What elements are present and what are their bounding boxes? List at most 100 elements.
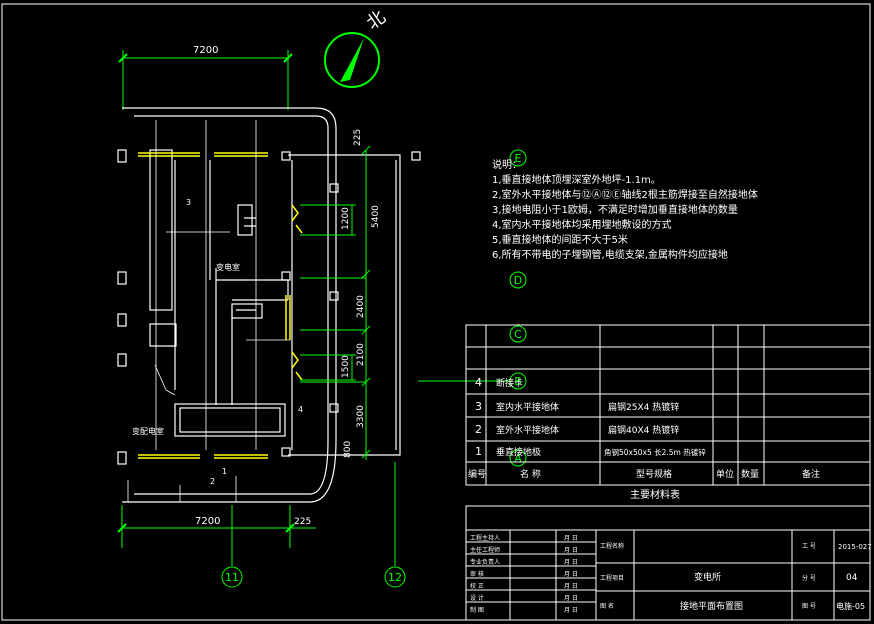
right-room-outline — [288, 154, 401, 456]
mat-row-spec: 角钢50x50x5 长2.5m 热镀锌 — [604, 447, 706, 457]
room-label-transformer: 变电室 — [216, 262, 240, 272]
mat-row-name: 断接卡 — [496, 377, 523, 389]
dim-bottom-width: 7200 — [195, 516, 220, 527]
callout-3: 3 — [186, 198, 191, 207]
mat-row-no: 2 — [475, 423, 482, 436]
axis-label-D: D — [514, 274, 522, 287]
dim-right-seg-1: 1200 — [341, 207, 351, 230]
dim-right-seg-6: 800 — [343, 441, 353, 458]
sheet-frame — [1, 3, 871, 621]
role-date: 月 日 — [564, 607, 578, 614]
note-3: 3,接地电阻小于1欧姆，不满足时增加垂直接地体的数量 — [492, 203, 738, 216]
axis-label-A: A — [514, 452, 522, 465]
role-date: 月 日 — [564, 559, 578, 566]
compass-circle — [324, 32, 380, 88]
item-value: 变电所 — [694, 571, 721, 583]
cabinet-box-1 — [237, 204, 253, 236]
note-2: 2,室外水平接地体与⑫Ⓐ⑫Ⓔ轴线2根主筋焊接至自然接地体 — [492, 188, 758, 201]
mat-header-no: 编号 — [468, 468, 486, 480]
project-label: 工程名称 — [600, 542, 624, 550]
note-4: 4,室内水平接地体均采用埋地敷设的方式 — [492, 218, 672, 231]
axis-bubble-B — [509, 372, 527, 390]
callout-4: 4 — [298, 405, 303, 414]
mat-header-qty: 数量 — [741, 468, 759, 480]
mat-row-spec: 扁钢40X4 热镀锌 — [608, 424, 679, 436]
transformer-box — [174, 403, 286, 437]
dwg-no-label: 图 号 — [802, 603, 816, 610]
inner-wall-line — [134, 115, 329, 495]
mat-row-name: 室内水平接地体 — [496, 401, 559, 413]
mat-header-name: 名 称 — [520, 468, 541, 480]
work-no-label: 工 号 — [802, 543, 816, 550]
mat-row-name: 室外水平接地体 — [496, 424, 559, 436]
axis-label-12: 12 — [388, 571, 402, 584]
mat-header-note: 备注 — [802, 468, 820, 480]
callout-2: 2 — [210, 477, 215, 486]
dim-right-seg-2: 2400 — [356, 295, 366, 318]
note-5: 5,垂直接地体的间距不大于5米 — [492, 233, 628, 246]
dim-bottom-offset: 225 — [294, 517, 311, 527]
role-date: 月 日 — [564, 583, 578, 590]
role-label: 专业负责人 — [470, 558, 500, 566]
material-table-title: 主要材料表 — [630, 488, 680, 501]
role-label: 设 计 — [470, 594, 484, 602]
dim-right-seg-3: 2100 — [356, 343, 366, 366]
notes-block: 说明： 1,垂直接地体顶埋深室外地坪-1.1m。 2,室外水平接地体与⑫Ⓐ⑫Ⓔ轴… — [492, 158, 758, 261]
title-block — [465, 505, 871, 621]
role-date: 月 日 — [564, 547, 578, 554]
grounding-conductors — [127, 120, 290, 502]
dim-top-width: 7200 — [193, 45, 218, 56]
axis-label-B: B — [514, 375, 522, 388]
mat-row-name: 垂直接地极 — [496, 446, 541, 458]
axis-bubble-11 — [221, 566, 243, 588]
cabinet-box-2 — [231, 303, 263, 319]
role-label: 校 正 — [470, 582, 484, 590]
axis-bubble-12 — [384, 566, 406, 588]
axis-bubbles — [221, 149, 527, 588]
notes-heading: 说明： — [492, 158, 522, 171]
mat-row-no: 1 — [475, 445, 482, 458]
drawing-value: 接地平面布置图 — [680, 600, 743, 612]
role-label: 制 图 — [470, 606, 484, 614]
dim-right-top-offset: 225 — [353, 129, 363, 146]
item-label: 工程项目 — [600, 574, 624, 582]
callout-1: 1 — [222, 467, 227, 476]
role-date: 月 日 — [564, 571, 578, 578]
dim-right-seg-total: 5400 — [371, 205, 381, 228]
cabinet-box-3 — [149, 323, 177, 347]
mat-row-spec: 扁钢25X4 热镀锌 — [608, 401, 679, 413]
floor-plan — [117, 107, 421, 503]
mat-header-unit: 单位 — [716, 468, 734, 480]
note-6: 6,所有不带电的子埋钢管,电缆支架,金属构件均应接地 — [492, 248, 728, 261]
north-arrow: 北 — [324, 7, 390, 88]
axis-bubble-E — [509, 149, 527, 167]
dim-right-seg-5: 3300 — [356, 405, 366, 428]
role-date: 月 日 — [564, 535, 578, 542]
north-arrow-needle — [340, 38, 364, 82]
sheet-value: 04 — [846, 573, 858, 583]
role-label: 主任工程师 — [470, 546, 500, 554]
axis-bubble-D — [509, 271, 527, 289]
role-date: 月 日 — [564, 595, 578, 602]
note-1: 1,垂直接地体顶埋深室外地坪-1.1m。 — [492, 173, 661, 186]
dim-right-seg-4: 1500 — [341, 355, 351, 378]
north-label: 北 — [363, 7, 390, 35]
axis-bubble-A — [509, 449, 527, 467]
outer-wall — [122, 107, 337, 503]
axis-label-C: C — [514, 328, 522, 341]
mat-row-no: 3 — [475, 400, 482, 413]
work-no-value: 2015-027 — [838, 543, 872, 551]
role-label: 工程主持人 — [470, 534, 500, 542]
dwg-no-value: 电施-05 — [836, 601, 865, 611]
role-label: 审 核 — [470, 570, 484, 578]
ground-strips — [138, 152, 303, 459]
drawing-label: 图 名 — [600, 602, 614, 610]
plan-dimensions — [117, 145, 510, 566]
axis-label-11: 11 — [225, 571, 239, 584]
axis-bubble-C — [509, 325, 527, 343]
sheet-label: 分 号 — [802, 574, 816, 582]
mat-header-spec: 型号规格 — [636, 468, 672, 480]
room-label-switch: 变配电室 — [132, 426, 164, 436]
mat-row-no: 4 — [475, 376, 482, 389]
